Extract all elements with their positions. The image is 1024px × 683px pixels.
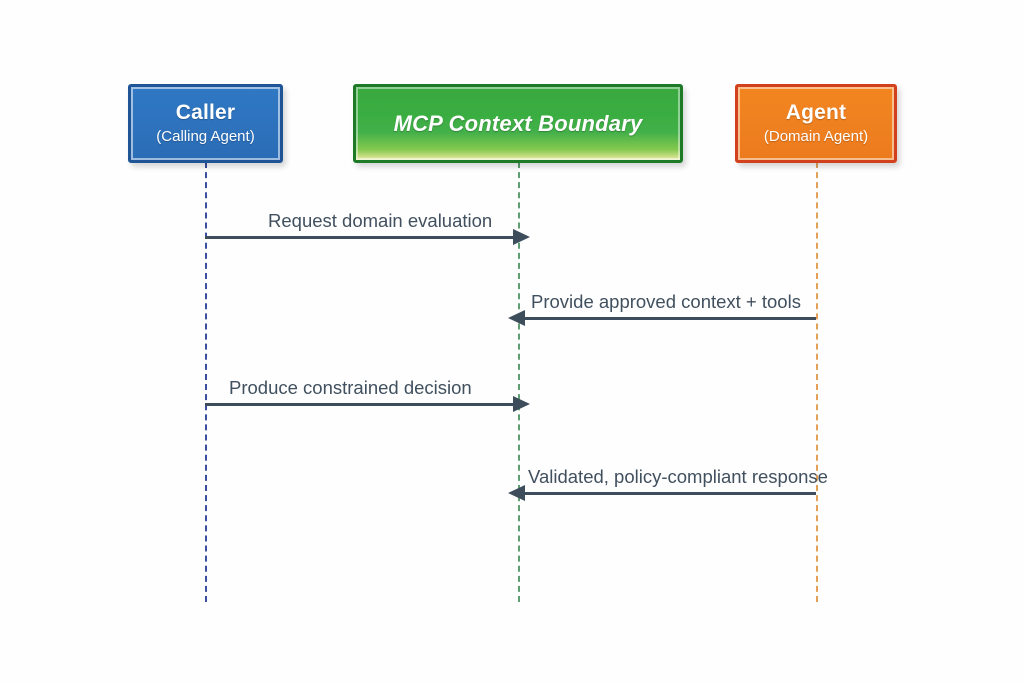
message-label-3: Produce constrained decision (229, 377, 472, 398)
message-label-4: Validated, policy-compliant response (528, 466, 828, 487)
message-label-1: Request domain evaluation (268, 210, 493, 231)
participant-caller[interactable]: Caller (Calling Agent) (128, 84, 283, 163)
participant-caller-subtitle: (Calling Agent) (156, 128, 255, 146)
message-arrowhead-1 (513, 229, 530, 245)
lifeline-agent (816, 162, 818, 602)
message-line-1 (205, 236, 513, 239)
message-line-3 (205, 403, 513, 406)
message-arrowhead-2 (508, 310, 525, 326)
lifeline-mcp (518, 162, 520, 602)
message-arrowhead-3 (513, 396, 530, 412)
participant-agent-subtitle: (Domain Agent) (763, 128, 869, 146)
lifeline-caller (205, 162, 207, 602)
message-label-2: Provide approved context + tools (531, 291, 801, 312)
message-line-2 (525, 317, 816, 320)
participant-mcp[interactable]: MCP Context Boundary (353, 84, 683, 163)
participant-agent[interactable]: Agent (Domain Agent) (735, 84, 897, 163)
participant-mcp-title: MCP Context Boundary (393, 110, 643, 136)
message-line-4 (525, 492, 816, 495)
message-arrowhead-4 (508, 485, 525, 501)
participant-caller-title: Caller (175, 101, 236, 125)
participant-agent-title: Agent (785, 101, 847, 125)
